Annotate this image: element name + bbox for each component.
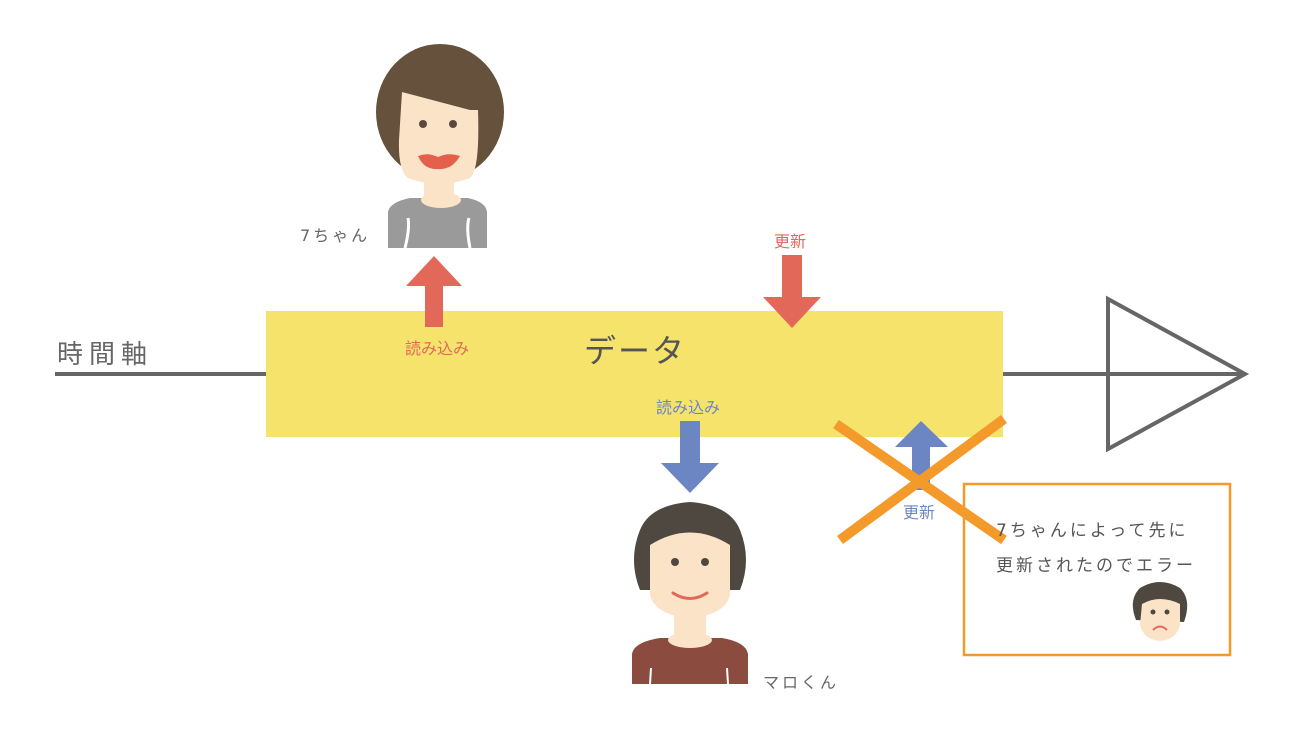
- data-label: データ: [584, 332, 687, 370]
- timeline-arrowhead: [1106, 295, 1250, 453]
- nana-avatar: [376, 44, 504, 249]
- nana-update-arrow: [763, 255, 821, 328]
- error-box: [962, 482, 1232, 657]
- maro-name-label: マロくん: [763, 673, 840, 692]
- error-message-line2: 更新されたのでエラー: [996, 556, 1196, 576]
- data-bar: [266, 311, 1003, 437]
- maro-avatar: [632, 502, 748, 685]
- maro-read-arrow: [661, 421, 719, 493]
- maro-read-label: 読み込み: [656, 398, 721, 417]
- error-cross-icon: [833, 414, 1007, 545]
- sad-maro-face-icon: [1132, 582, 1188, 641]
- maro-update-arrow: [895, 421, 948, 490]
- error-message-line1: 7ちゃんによって先に: [996, 521, 1189, 541]
- nana-name-label: 7ちゃん: [300, 226, 371, 245]
- maro-update-label: 更新: [903, 503, 936, 522]
- nana-update-label: 更新: [774, 232, 807, 251]
- nana-read-arrow: [406, 256, 462, 327]
- timeline-label: 時間軸: [57, 340, 154, 370]
- nana-read-label: 読み込み: [405, 339, 470, 358]
